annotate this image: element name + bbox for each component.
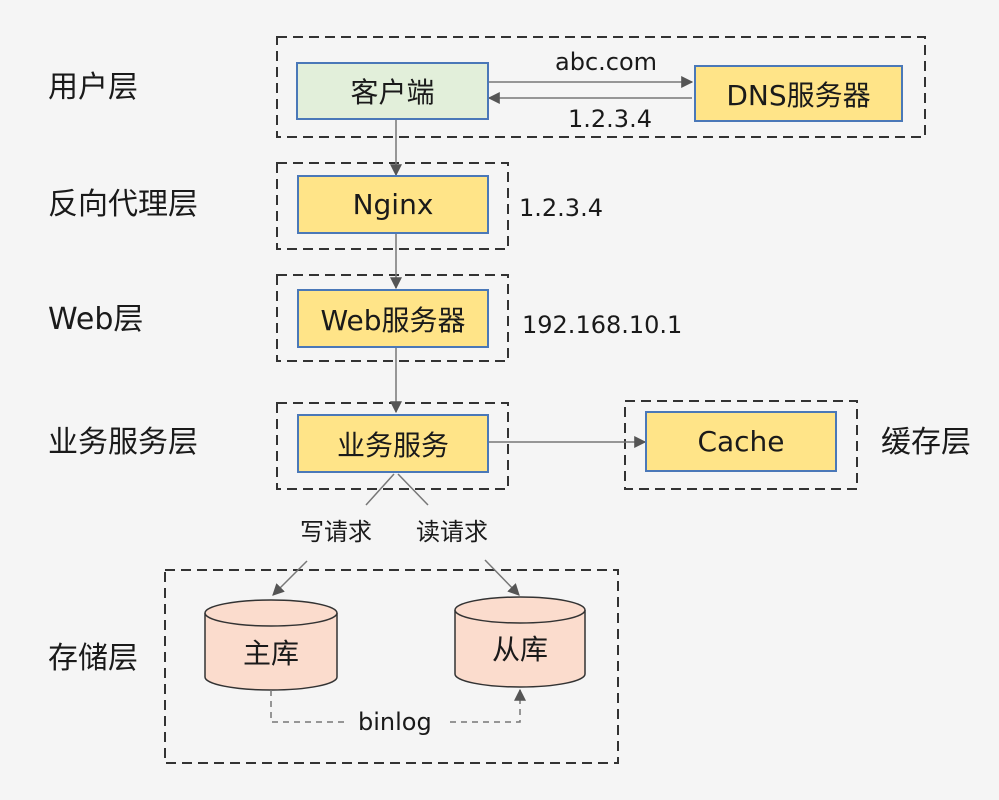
cache-node: Cache bbox=[645, 411, 837, 472]
fanout-right bbox=[397, 473, 429, 506]
dns-reply-label: 1.2.3.4 bbox=[568, 105, 652, 133]
binlog-label: binlog bbox=[358, 708, 432, 736]
cache-layer-label: 缓存层 bbox=[881, 425, 971, 460]
user-layer-group bbox=[276, 36, 926, 138]
web-layer-label: Web层 bbox=[48, 302, 144, 337]
dns-server-node: DNS服务器 bbox=[694, 65, 903, 122]
write-request-arrow bbox=[272, 560, 308, 596]
master-db-label: 主库 bbox=[242, 637, 300, 670]
nginx-ip-label: 1.2.3.4 bbox=[519, 194, 603, 222]
cache-layer-group bbox=[624, 400, 858, 490]
web-ip-label: 192.168.10.1 bbox=[522, 311, 683, 339]
web-server-node: Web服务器 bbox=[297, 289, 489, 348]
storage-layer-group bbox=[164, 569, 619, 764]
reverse-proxy-layer-label: 反向代理层 bbox=[48, 187, 198, 222]
user-layer-label: 用户层 bbox=[48, 70, 138, 105]
proxy-layer-group bbox=[276, 162, 509, 250]
binlog-arrow bbox=[270, 690, 520, 723]
read-request-label: 读请求 bbox=[416, 518, 488, 546]
client-node: 客户端 bbox=[296, 62, 489, 120]
write-request-label: 写请求 bbox=[300, 518, 372, 546]
business-service-node: 业务服务 bbox=[297, 414, 489, 473]
read-request-arrow bbox=[484, 559, 520, 596]
nginx-node: Nginx bbox=[297, 175, 489, 234]
storage-layer-label: 存储层 bbox=[48, 641, 138, 676]
dns-query-label: abc.com bbox=[555, 48, 658, 76]
business-layer-label: 业务服务层 bbox=[48, 425, 198, 460]
web-layer-group bbox=[276, 274, 509, 362]
master-db-cylinder bbox=[204, 599, 338, 691]
slave-db-label: 从库 bbox=[491, 633, 549, 666]
fanout-left bbox=[365, 473, 395, 506]
